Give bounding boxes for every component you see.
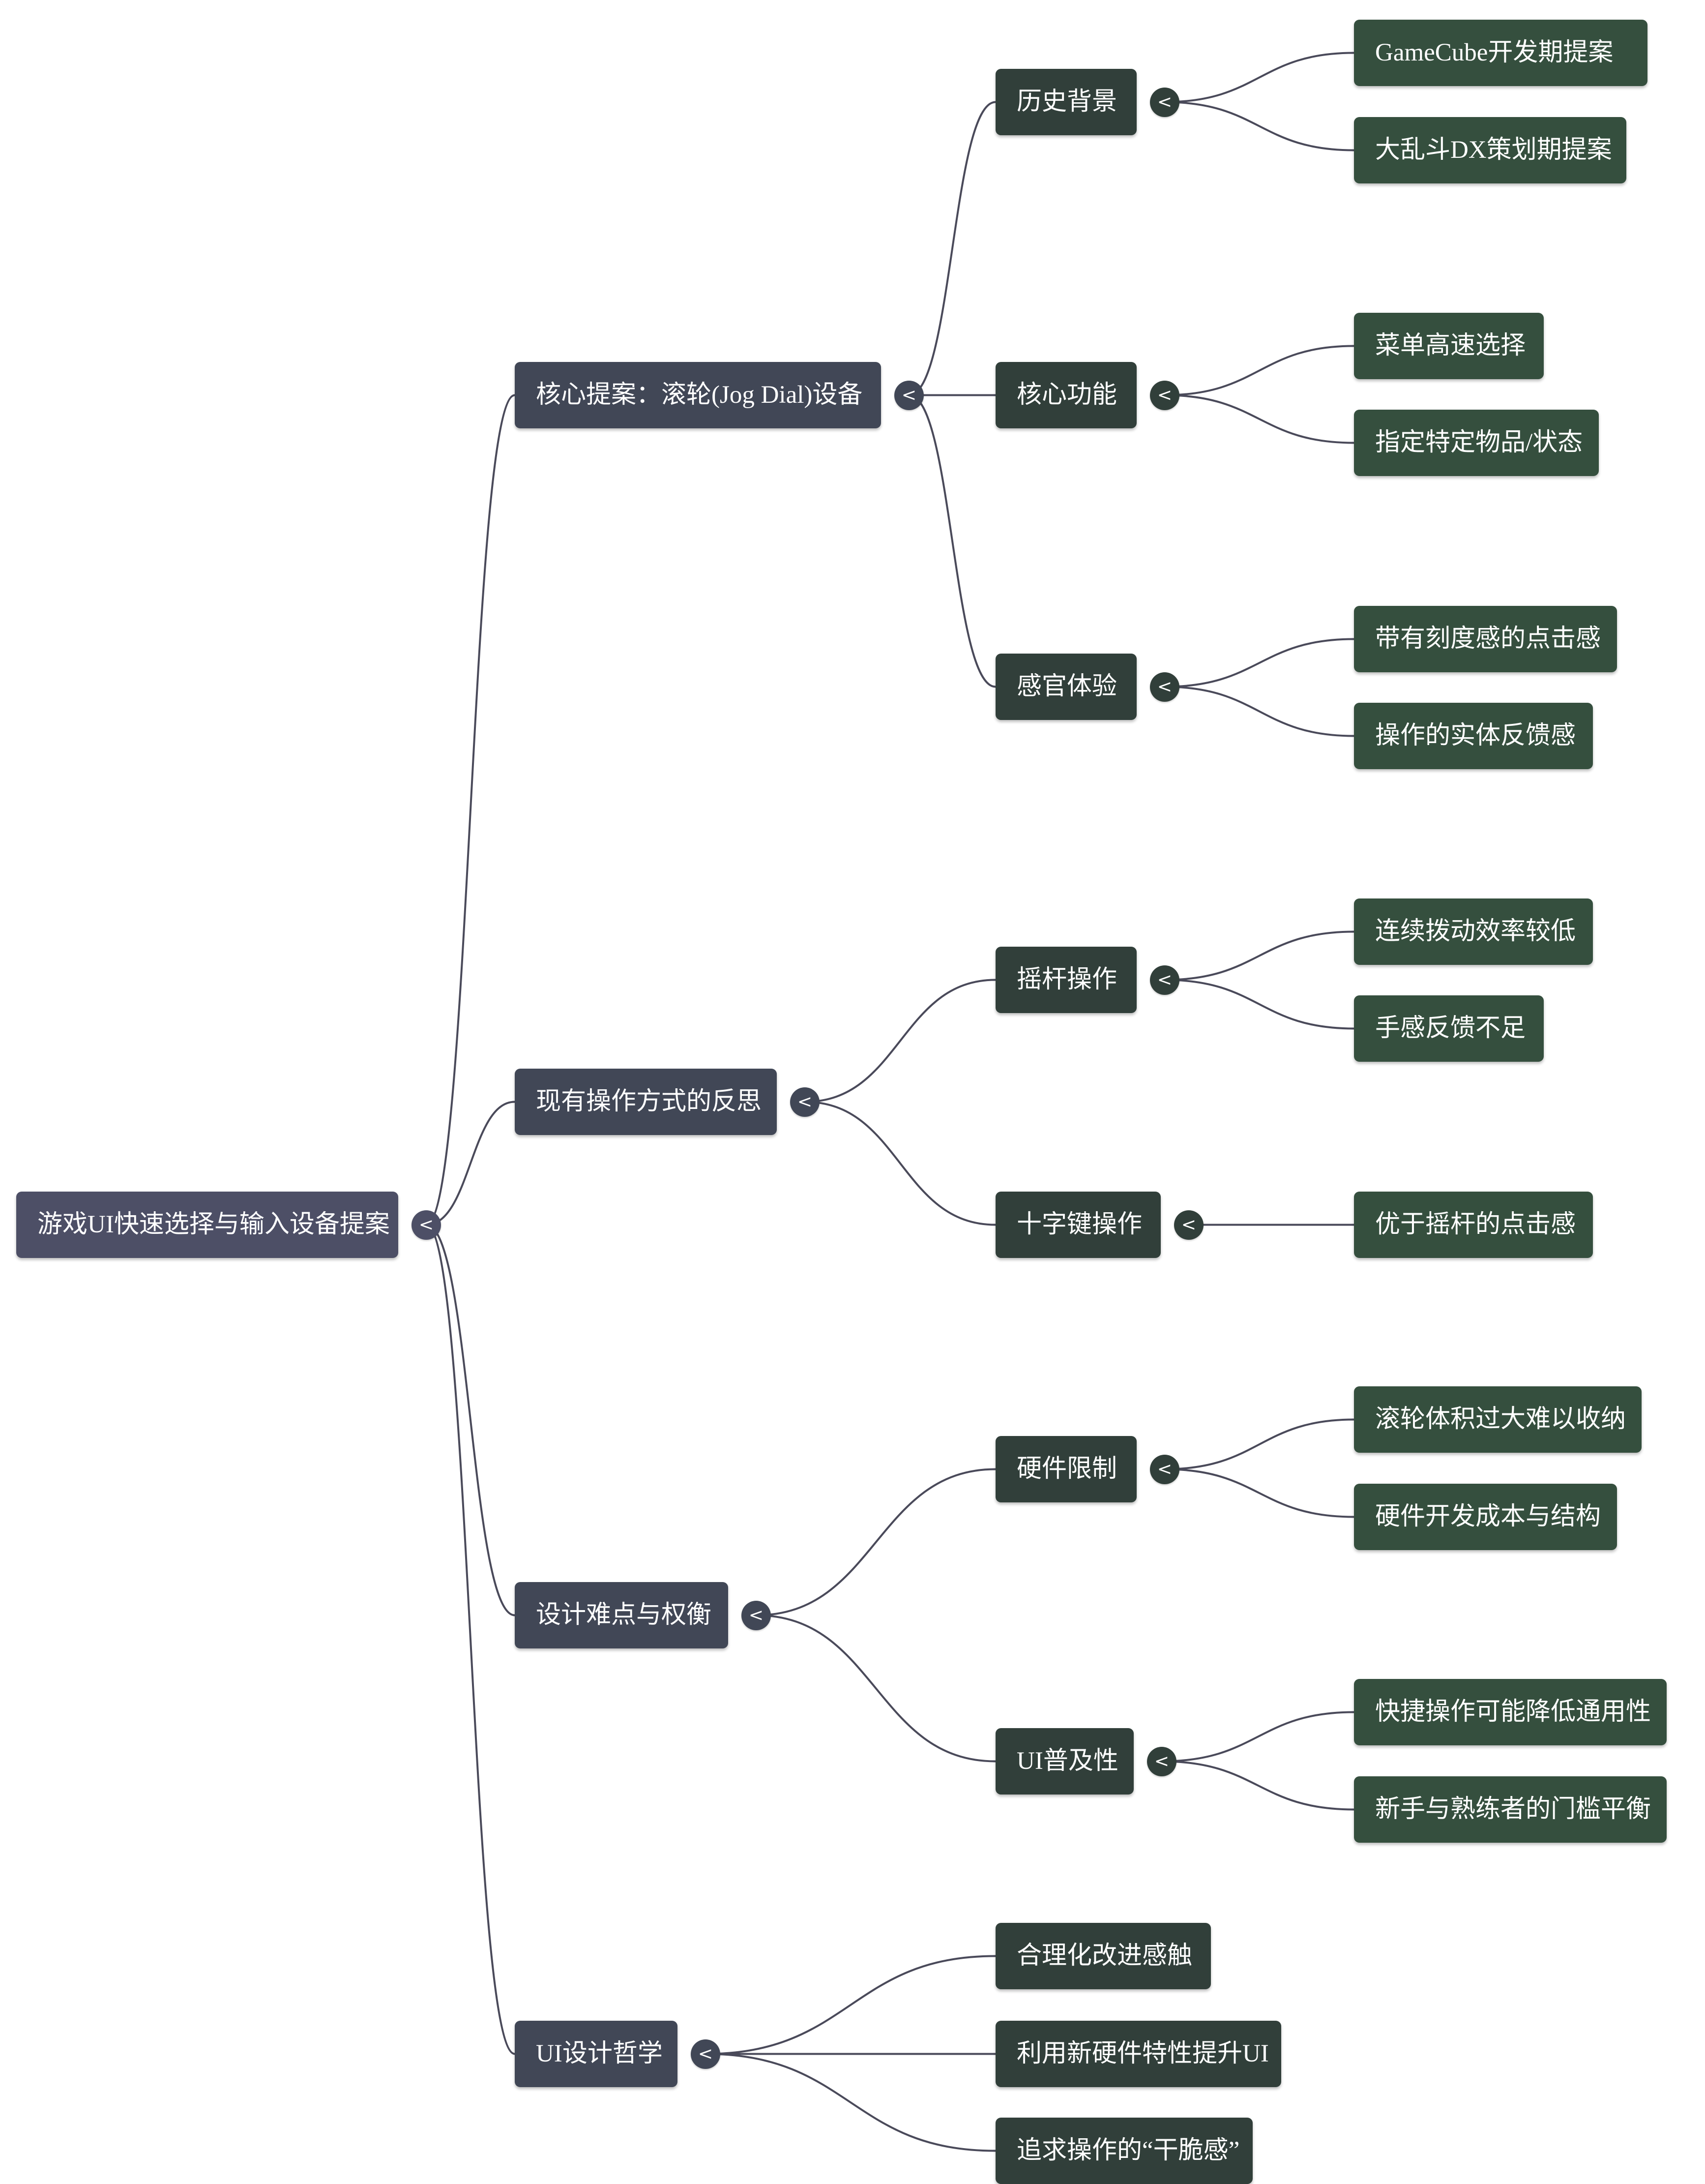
leaf-node-0-2-0[interactable]: 带有刻度感的点击感 (1354, 606, 1617, 672)
link-root-to-branch-2 (426, 1224, 515, 1616)
leaf-node-2-0-0-label: 滚轮体积过大难以收纳 (1375, 1406, 1626, 1433)
topic-node-3-2-label: 追求操作的“干脆感” (1017, 2137, 1240, 2164)
leaf-node-1-0-1[interactable]: 手感反馈不足 (1354, 995, 1544, 1062)
link-root-to-branch-0 (426, 394, 515, 1226)
topic-collapse-toggle-1-0[interactable]: < (1150, 965, 1179, 995)
leaf-node-0-1-0[interactable]: 菜单高速选择 (1354, 313, 1544, 379)
topic-collapse-toggle-0-0[interactable]: < (1150, 87, 1179, 117)
topic-collapse-toggle-1-1[interactable]: < (1174, 1210, 1204, 1240)
topic-node-0-2-label: 感官体验 (1017, 673, 1117, 700)
root-collapse-toggle[interactable]: < (412, 1210, 441, 1240)
branch-node-0-label: 核心提案：滚轮(Jog Dial)设备 (536, 381, 863, 409)
link-topic-2-1-to-leaf-1 (1161, 1760, 1354, 1811)
topic-node-0-0-label: 历史背景 (1017, 88, 1117, 116)
link-branch-1-to-topic-0 (804, 979, 996, 1103)
link-branch-1-to-topic-1 (804, 1101, 996, 1226)
leaf-node-1-0-1-label: 手感反馈不足 (1375, 1015, 1526, 1042)
topic-node-3-1[interactable]: 利用新硬件特性提升UI (996, 2021, 1281, 2087)
link-topic-2-0-to-leaf-0 (1164, 1418, 1354, 1470)
topic-node-0-2[interactable]: 感官体验 (996, 654, 1137, 720)
link-topic-1-0-to-leaf-1 (1164, 979, 1354, 1030)
topic-node-2-1-label: UI普及性 (1017, 1747, 1118, 1775)
leaf-node-1-0-0[interactable]: 连续拨动效率较低 (1354, 898, 1593, 965)
leaf-node-2-0-1-label: 硬件开发成本与结构 (1375, 1503, 1601, 1530)
link-topic-0-0-to-leaf-1 (1164, 101, 1354, 151)
branch-node-2-label: 设计难点与权衡 (536, 1601, 712, 1629)
branch-node-3-label: UI设计哲学 (536, 2040, 663, 2067)
leaf-node-0-0-1-label: 大乱斗DX策划期提案 (1375, 136, 1612, 164)
topic-node-0-0[interactable]: 历史背景 (996, 69, 1137, 135)
topic-node-0-1[interactable]: 核心功能 (996, 362, 1137, 428)
link-topic-2-1-to-leaf-0 (1161, 1711, 1354, 1763)
leaf-node-0-1-1[interactable]: 指定特定物品/状态 (1354, 410, 1599, 476)
leaf-node-0-0-0[interactable]: GameCube开发期提案 (1354, 20, 1647, 86)
link-topic-0-1-to-leaf-1 (1164, 394, 1354, 444)
leaf-node-0-1-1-label: 指定特定物品/状态 (1375, 429, 1583, 456)
leaf-node-1-0-0-label: 连续拨动效率较低 (1375, 918, 1576, 945)
leaf-node-0-0-1[interactable]: 大乱斗DX策划期提案 (1354, 117, 1626, 183)
topic-node-1-0[interactable]: 摇杆操作 (996, 947, 1137, 1013)
link-branch-0-to-topic-0 (909, 101, 996, 396)
topic-collapse-toggle-0-1[interactable]: < (1150, 380, 1179, 410)
topic-collapse-toggle-0-2[interactable]: < (1150, 672, 1179, 702)
branch-node-0[interactable]: 核心提案：滚轮(Jog Dial)设备 (515, 362, 881, 428)
leaf-node-2-1-1[interactable]: 新手与熟练者的门槛平衡 (1354, 1776, 1667, 1843)
leaf-node-0-2-1-label: 操作的实体反馈感 (1375, 722, 1576, 749)
link-branch-2-to-topic-0 (756, 1468, 996, 1616)
link-topic-0-2-to-leaf-0 (1164, 638, 1354, 688)
link-branch-2-to-topic-1 (756, 1614, 996, 1763)
branch-node-1[interactable]: 现有操作方式的反思 (515, 1069, 777, 1135)
leaf-node-1-1-0-label: 优于摇杆的点击感 (1375, 1211, 1576, 1238)
topic-node-3-0-label: 合理化改进感触 (1017, 1942, 1193, 1970)
leaf-node-2-1-0[interactable]: 快捷操作可能降低通用性 (1354, 1679, 1667, 1745)
topic-node-1-0-label: 摇杆操作 (1017, 966, 1117, 993)
topic-node-2-1[interactable]: UI普及性 (996, 1728, 1134, 1795)
topic-node-3-2[interactable]: 追求操作的“干脆感” (996, 2118, 1253, 2184)
root-node-label: 游戏UI快速选择与输入设备提案 (37, 1211, 390, 1238)
link-topic-2-0-to-leaf-1 (1164, 1468, 1354, 1518)
topic-collapse-toggle-2-1[interactable]: < (1147, 1746, 1176, 1776)
topic-node-1-1-label: 十字键操作 (1017, 1211, 1143, 1238)
leaf-node-2-0-0[interactable]: 滚轮体积过大难以收纳 (1354, 1386, 1642, 1453)
leaf-node-0-2-0-label: 带有刻度感的点击感 (1375, 625, 1601, 653)
leaf-node-0-2-1[interactable]: 操作的实体反馈感 (1354, 703, 1593, 769)
link-topic-0-1-to-leaf-0 (1164, 345, 1354, 396)
leaf-node-0-1-0-label: 菜单高速选择 (1375, 332, 1526, 359)
root-node[interactable]: 游戏UI快速选择与输入设备提案 (16, 1192, 398, 1258)
topic-node-2-0-label: 硬件限制 (1017, 1455, 1117, 1483)
topic-node-0-1-label: 核心功能 (1017, 381, 1117, 409)
branch-collapse-toggle-3[interactable]: < (691, 2039, 720, 2069)
branch-collapse-toggle-1[interactable]: < (790, 1087, 820, 1117)
leaf-node-2-0-1[interactable]: 硬件开发成本与结构 (1354, 1484, 1617, 1550)
branch-collapse-toggle-2[interactable]: < (741, 1600, 771, 1630)
link-topic-1-0-to-leaf-0 (1164, 930, 1354, 981)
branch-collapse-toggle-0[interactable]: < (894, 380, 924, 410)
topic-node-2-0[interactable]: 硬件限制 (996, 1436, 1137, 1502)
leaf-node-1-1-0[interactable]: 优于摇杆的点击感 (1354, 1192, 1593, 1258)
leaf-node-2-1-1-label: 新手与熟练者的门槛平衡 (1375, 1795, 1651, 1823)
link-topic-0-2-to-leaf-1 (1164, 686, 1354, 737)
topic-node-3-1-label: 利用新硬件特性提升UI (1017, 2040, 1269, 2067)
branch-node-2[interactable]: 设计难点与权衡 (515, 1582, 728, 1648)
link-branch-3-to-topic-2 (705, 2053, 996, 2152)
leaf-node-2-1-0-label: 快捷操作可能降低通用性 (1375, 1698, 1651, 1726)
topic-node-1-1[interactable]: 十字键操作 (996, 1192, 1161, 1258)
link-root-to-branch-1 (426, 1101, 515, 1226)
link-root-to-branch-3 (426, 1224, 515, 2055)
link-branch-3-to-topic-0 (705, 1955, 996, 2055)
link-branch-0-to-topic-2 (909, 394, 996, 688)
link-topic-0-0-to-leaf-0 (1164, 52, 1354, 103)
leaf-node-0-0-0-label: GameCube开发期提案 (1375, 39, 1614, 66)
topic-collapse-toggle-2-0[interactable]: < (1150, 1454, 1179, 1484)
topic-node-3-0[interactable]: 合理化改进感触 (996, 1923, 1211, 1989)
branch-node-1-label: 现有操作方式的反思 (536, 1088, 762, 1115)
branch-node-3[interactable]: UI设计哲学 (515, 2021, 677, 2087)
